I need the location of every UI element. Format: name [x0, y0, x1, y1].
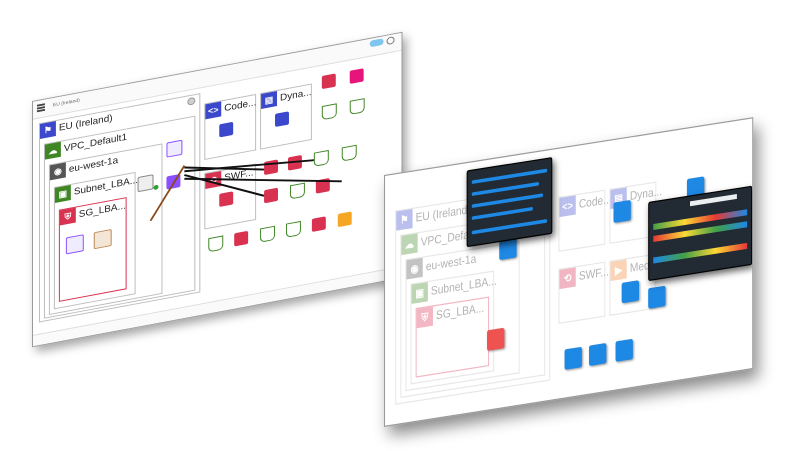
connection-lines: [149, 159, 342, 222]
az-group: ◉ eu-west-1a ▣ Subnet_LBA... ⛨ SG_LBA...: [405, 241, 520, 392]
padlock-icon: ▣: [411, 282, 428, 304]
highlighted-node[interactable]: [615, 338, 633, 362]
setting-slider[interactable]: [471, 193, 544, 209]
swf-label: SWF...: [578, 265, 609, 284]
media-icon: ▶: [610, 259, 627, 282]
highlighted-node[interactable]: [589, 342, 607, 367]
metrics-popup[interactable]: [648, 185, 753, 282]
swf-group: ⟲ SWF...: [558, 261, 609, 325]
flag-icon: ⚑: [396, 208, 413, 231]
sg-label: SG_LBA...: [436, 301, 485, 323]
setting-slider[interactable]: [471, 206, 533, 221]
code-label: Code...: [578, 192, 612, 212]
settings-popup[interactable]: [466, 157, 553, 248]
setting-slider[interactable]: [471, 219, 548, 235]
codecommit-group: <> Code...: [558, 189, 612, 253]
highlighted-node[interactable]: [613, 199, 631, 223]
diagram-editor-panel: EU (Ireland) ⚑ EU (Ireland) ☁ VPC_Defaul…: [32, 31, 403, 348]
highlighted-node[interactable]: [621, 280, 639, 304]
sg-group: ⛨ SG_LBA...: [415, 296, 490, 378]
az-label: eu-west-1a: [425, 252, 477, 274]
location-pin-icon: ◉: [406, 257, 423, 280]
region-label: EU (Ireland): [415, 202, 471, 225]
setting-slider[interactable]: [471, 181, 540, 197]
cloud-lock-icon: ☁: [401, 233, 418, 256]
highlighted-node[interactable]: [648, 285, 666, 309]
metric-dropdown[interactable]: [690, 194, 737, 207]
subnet-group: ▣ Subnet_LBA... ⛨ SG_LBA...: [410, 270, 497, 385]
highlighted-node[interactable]: [564, 346, 582, 370]
swf-icon: ⟲: [559, 267, 576, 290]
metric-gradient-bar[interactable]: [653, 242, 748, 264]
shield-icon: ⛨: [416, 306, 433, 329]
preview-panel: ⚑ EU (Ireland) ☁ VPC_Default ◉ eu-west-1…: [384, 117, 754, 427]
code-icon: <>: [559, 195, 576, 218]
highlighted-node[interactable]: [487, 327, 505, 351]
subnet-label: Subnet_LBA...: [430, 274, 497, 298]
